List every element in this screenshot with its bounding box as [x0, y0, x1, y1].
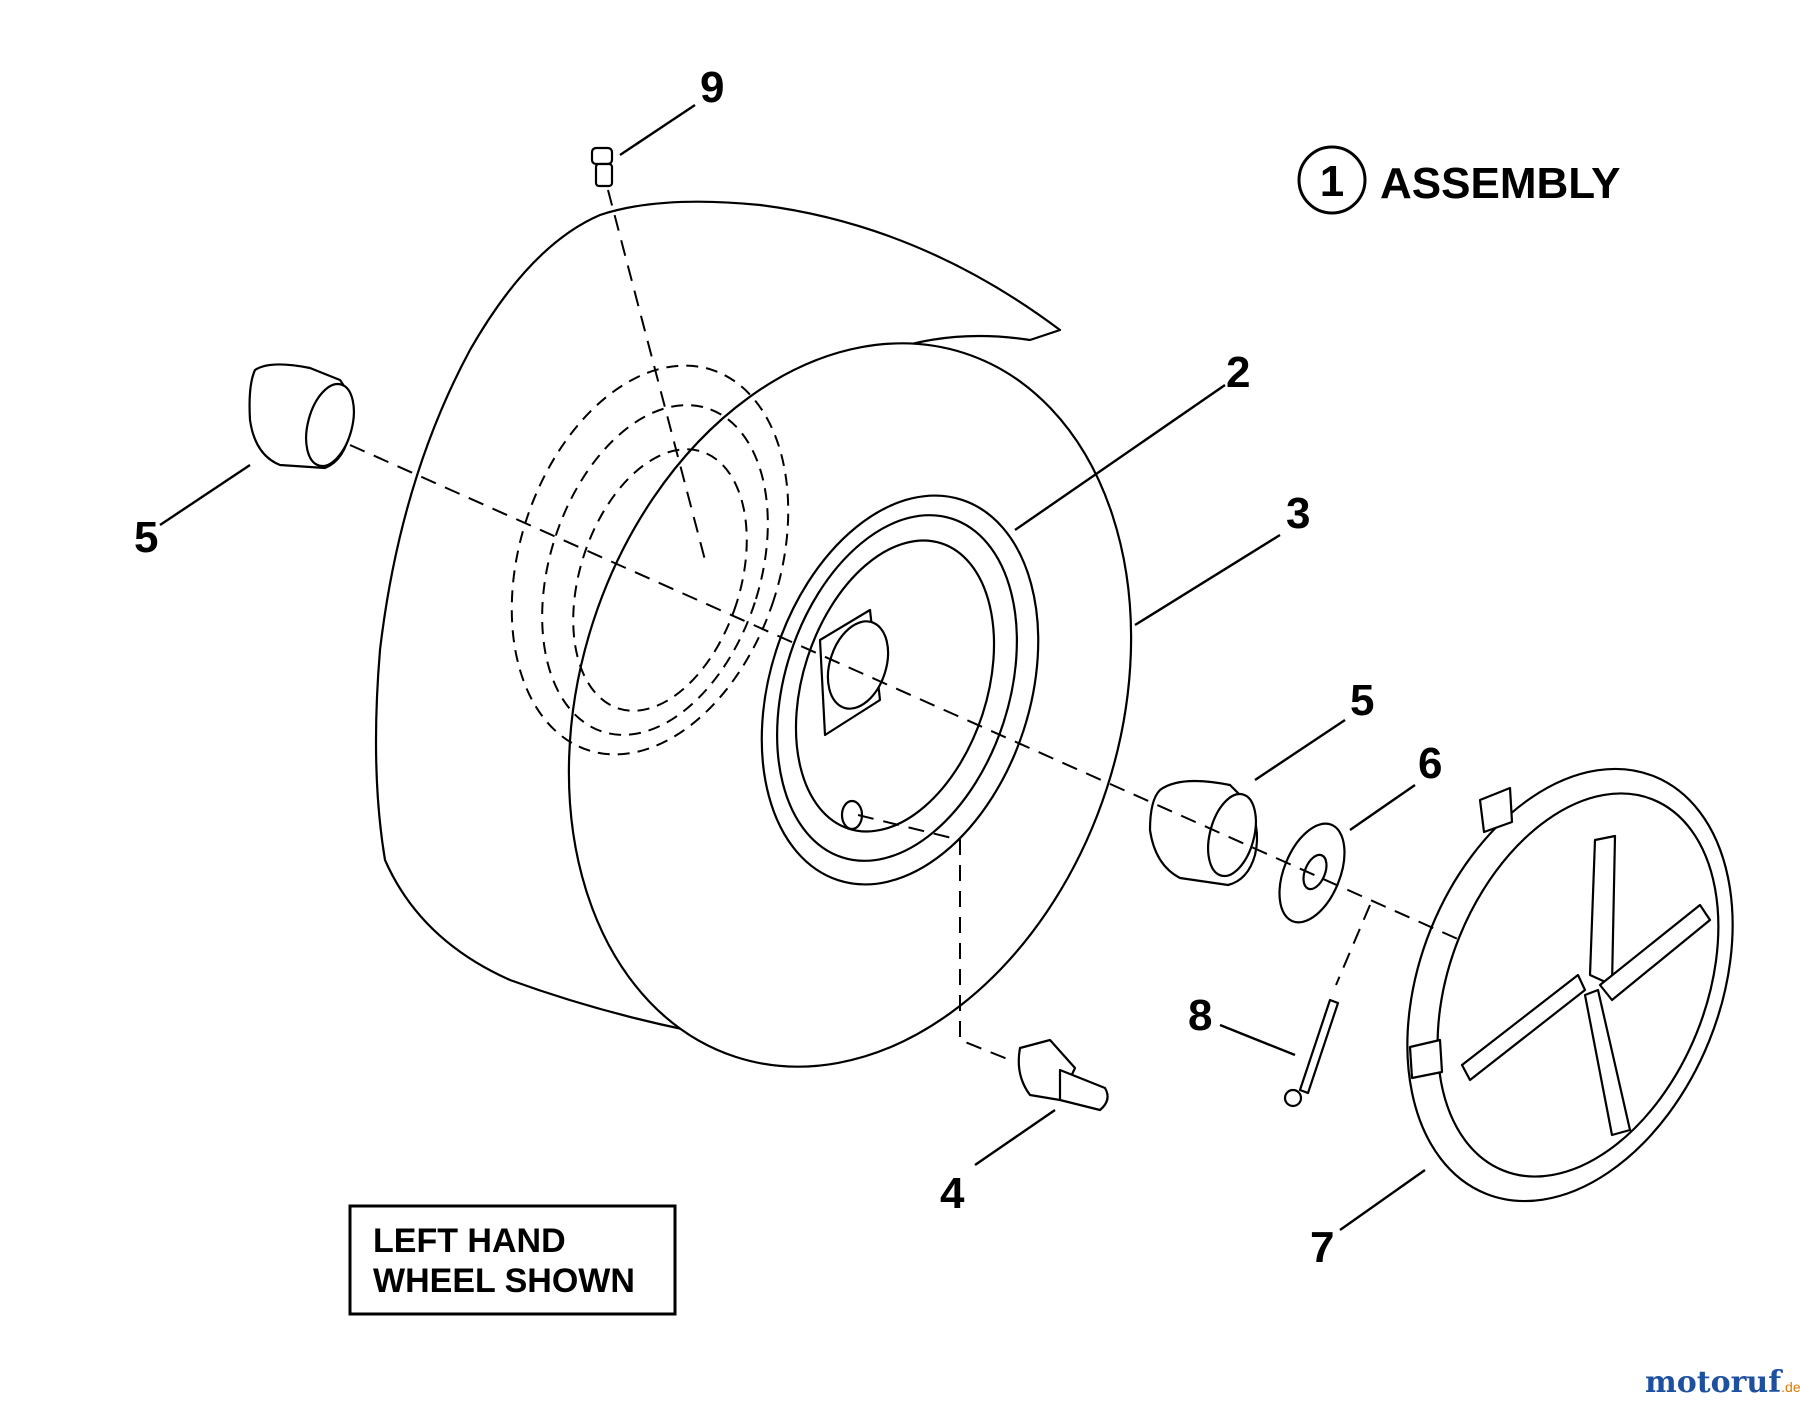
- leader-lines: [159, 104, 1426, 1231]
- callout-2: 2: [1226, 348, 1250, 397]
- callout-5-right: 5: [1350, 676, 1374, 725]
- svg-text:motoruf.de: motoruf.de: [1645, 1365, 1800, 1400]
- note-line-1: LEFT HAND: [373, 1222, 566, 1260]
- grease-fitting-part-9: [590, 146, 614, 188]
- callout-3: 3: [1286, 489, 1310, 538]
- callout-4: 4: [940, 1169, 965, 1218]
- callout-6: 6: [1418, 739, 1442, 788]
- brand-watermark: motoruf.de: [1645, 1365, 1800, 1400]
- callout-5-left: 5: [134, 513, 158, 562]
- cotter-pin-part-8: [1283, 998, 1340, 1108]
- callout-8: 8: [1188, 991, 1212, 1040]
- wheel-rim-part-2: [760, 494, 1040, 886]
- assembly-number-circle: [1297, 145, 1367, 215]
- callout-labels: 9 2 3 5 5 6 8 4 7: [134, 63, 1442, 1272]
- watermark-suffix: .de: [1781, 1379, 1800, 1395]
- bushing-left-part-5: [248, 363, 355, 470]
- valve-stem-part-4: [1017, 1038, 1109, 1112]
- note-line-2: WHEEL SHOWN: [373, 1262, 635, 1300]
- bushing-right-part-5: [1148, 779, 1259, 887]
- wheel-note-box: LEFT HAND WHEEL SHOWN: [348, 1204, 677, 1316]
- callout-9: 9: [700, 63, 724, 112]
- assembly-header: 1 ASSEMBLY: [1297, 145, 1620, 215]
- assembly-label: ASSEMBLY: [1380, 159, 1620, 208]
- hidden-rim-lines: [510, 364, 790, 756]
- hub-cap-part-7: [1406, 767, 1734, 1203]
- watermark-brand: motoruf: [1645, 1365, 1783, 1400]
- assembly-axis-lines: [349, 189, 1461, 1061]
- assembly-number: 1: [1320, 157, 1344, 206]
- callout-7: 7: [1310, 1223, 1334, 1272]
